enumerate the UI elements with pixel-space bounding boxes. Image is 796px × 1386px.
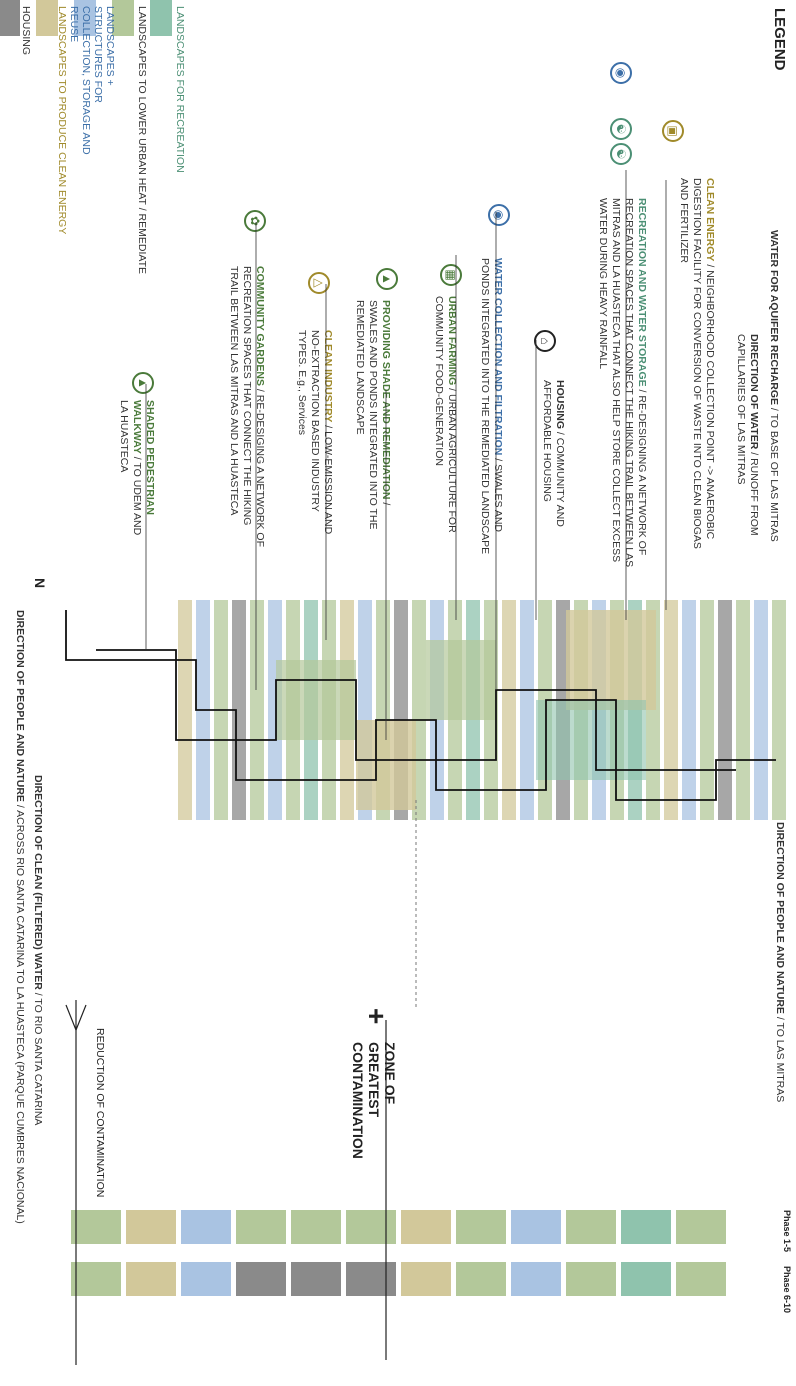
phase2-bar [291,1262,341,1296]
phase1-bar [511,1210,561,1244]
trail-path [65,610,776,801]
plan-block [772,600,786,820]
plan-block [268,600,282,820]
phase2-bar [126,1262,176,1296]
phase1-bar [346,1210,396,1244]
plan-block [566,610,656,710]
plan-block [502,600,516,820]
phase2-bar [456,1262,506,1296]
phase-label-2: Phase 6-10 [782,1266,792,1314]
phase1-bar [291,1210,341,1244]
phase2-bar [566,1262,616,1296]
north-label: N [32,578,48,589]
phase-label-1: Phase 1-5 [782,1210,792,1253]
phase1-bar [401,1210,451,1244]
people-bottom-label: DIRECTION OF PEOPLE AND NATURE / ACROSS … [14,610,26,1224]
clean-water-label: DIRECTION OF CLEAN (FILTERED) WATER / TO… [32,775,44,1126]
plan-block [426,640,496,720]
phase2-bar [511,1262,561,1296]
phase2-bar [236,1262,286,1296]
phase2-bar [676,1262,726,1296]
plan-block [520,600,534,820]
phase2-bar [621,1262,671,1296]
plan-block [356,720,416,810]
plan-block [664,600,678,820]
phase1-bar [676,1210,726,1244]
phase1-bar [236,1210,286,1244]
plan-block [754,600,768,820]
plan-block [682,600,696,820]
phase1-bar [126,1210,176,1244]
phase2-bar [401,1262,451,1296]
plan-block [250,600,264,820]
plan-block [276,660,356,740]
plan-block [178,600,192,820]
plan-block [536,700,646,780]
plan-block [700,600,714,820]
reduction-label: REDUCTION OF CONTAMINATION [94,1028,106,1198]
zone-label: ZONE OF GREATEST CONTAMINATION [350,1042,398,1159]
plan-block [736,600,750,820]
leader-lines [65,170,776,1365]
phase1-bar [456,1210,506,1244]
plus-marker: + [361,1008,392,1025]
trail-path [96,649,736,771]
plan-block [718,600,732,820]
phase1-bar [181,1210,231,1244]
phase1-bar [566,1210,616,1244]
phase1-bar [71,1210,121,1244]
phase2-bar [71,1262,121,1296]
phase2-bar [346,1262,396,1296]
arrow-head [65,1004,87,1031]
phase1-bar [621,1210,671,1244]
site-plan [71,600,786,1296]
phase2-bar [181,1262,231,1296]
